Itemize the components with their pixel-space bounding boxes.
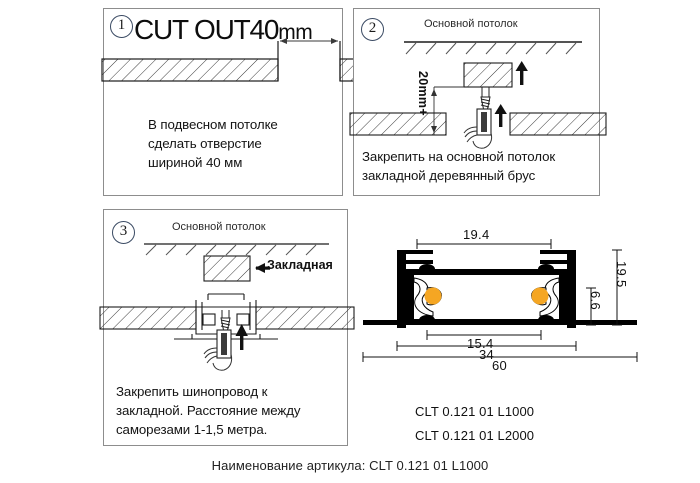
- panel-step-3: 3 Основной потолок: [99, 209, 355, 446]
- step-number-2: 2: [361, 18, 384, 41]
- article-name-footer: Наименование артикула: CLT 0.121 01 L100…: [211, 458, 489, 473]
- beam-gap-dimension: 20mm+: [416, 71, 430, 116]
- cut-out-title: CUT OUT40mm: [134, 14, 313, 46]
- product-code-2: CLT 0.121 01 L2000: [415, 428, 535, 443]
- dimension-inner-bottom: 15.4: [467, 336, 494, 351]
- cut-out-title-text: CUT OUT40: [134, 14, 279, 45]
- dimension-total-height: 19.5: [614, 261, 629, 288]
- panel-3-caption: Закрепить шинопровод к закладной. Рассто…: [116, 384, 301, 437]
- product-code-1: CLT 0.121 01 L1000: [415, 404, 535, 419]
- dimension-total-width: 60: [492, 358, 508, 373]
- panel-1-caption: В подвесном потолке сделать отверстие ши…: [148, 117, 278, 170]
- step-number-1: 1: [110, 15, 133, 38]
- conductor-right-icon: [531, 287, 549, 305]
- wooden-beam-mounting-drawing: [349, 41, 607, 149]
- conductor-left-icon: [424, 287, 442, 305]
- dimension-inner-top: 19.4: [463, 227, 490, 242]
- track-mounting-drawing: [99, 243, 355, 371]
- step-number-3: 3: [112, 221, 135, 244]
- main-ceiling-label-3: Основной потолок: [172, 221, 266, 233]
- main-ceiling-label-2: Основной потолок: [424, 18, 518, 30]
- dimension-channel-depth: 6.6: [588, 291, 603, 310]
- ceiling-cutout-drawing: [101, 38, 461, 82]
- panel-step-2: 2 Основной потолок: [349, 8, 607, 196]
- panel-2-caption: Закрепить на основной потолок закладной …: [362, 149, 556, 183]
- profile-cross-section: 19.4 15.4 34 60 19.5 6.6: [355, 227, 645, 373]
- dimension-body-width: 34: [479, 347, 495, 362]
- panel-step-1: 1 CUT OUT40mm В подвесном потолке сделат…: [101, 8, 461, 196]
- profile-section-drawing: [362, 239, 638, 362]
- embedded-beam-label: Закладная: [267, 258, 333, 272]
